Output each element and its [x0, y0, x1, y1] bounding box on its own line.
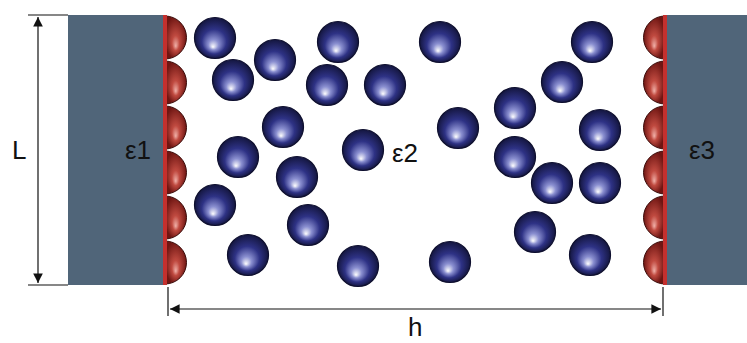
extension-line — [662, 287, 663, 316]
particle — [420, 22, 461, 63]
adsorbed-particle — [165, 16, 186, 59]
particle — [542, 62, 583, 103]
particle — [532, 163, 573, 204]
particle — [515, 212, 556, 253]
particle — [218, 137, 259, 178]
plate: ε1 — [68, 15, 167, 285]
extension-line — [28, 284, 68, 285]
particle — [263, 107, 304, 148]
particle — [495, 88, 536, 129]
adsorbed-particle — [644, 241, 666, 284]
dimension-line — [37, 17, 38, 283]
particle — [195, 18, 236, 59]
adsorbed-particle — [644, 196, 666, 239]
particle — [288, 205, 329, 246]
particle — [195, 185, 236, 226]
dimension-line — [170, 308, 661, 309]
particle — [580, 163, 621, 204]
particle — [495, 137, 536, 178]
permittivity-label: ε3 — [689, 137, 715, 163]
adsorbed-particle — [165, 241, 187, 284]
particle — [343, 130, 384, 171]
particle — [572, 22, 613, 63]
adsorbed-particle — [644, 106, 666, 149]
dimension-label: h — [408, 314, 422, 340]
adsorbed-particle — [644, 151, 665, 194]
particle — [438, 108, 479, 149]
adsorbed-particle — [644, 16, 665, 59]
adsorbed-particle — [644, 61, 666, 104]
extension-line — [28, 14, 68, 15]
dimension-label: L — [12, 137, 26, 163]
adsorbed-particle — [165, 106, 187, 149]
adsorbed-particle — [165, 61, 187, 104]
particle — [255, 40, 296, 81]
particle — [338, 246, 379, 287]
particle — [365, 65, 406, 106]
particle — [430, 242, 471, 283]
adsorbed-particle — [165, 196, 187, 239]
extension-line — [167, 287, 168, 316]
adsorbed-particle — [165, 151, 186, 194]
particle — [318, 22, 359, 63]
particle — [277, 157, 318, 198]
permittivity-label: ε2 — [392, 140, 418, 166]
particle — [570, 235, 611, 276]
particle — [580, 110, 621, 151]
particle — [213, 60, 254, 101]
permittivity-label: ε1 — [125, 137, 151, 163]
particle — [228, 235, 269, 276]
particle — [307, 65, 348, 106]
plate: ε3 — [663, 15, 747, 285]
